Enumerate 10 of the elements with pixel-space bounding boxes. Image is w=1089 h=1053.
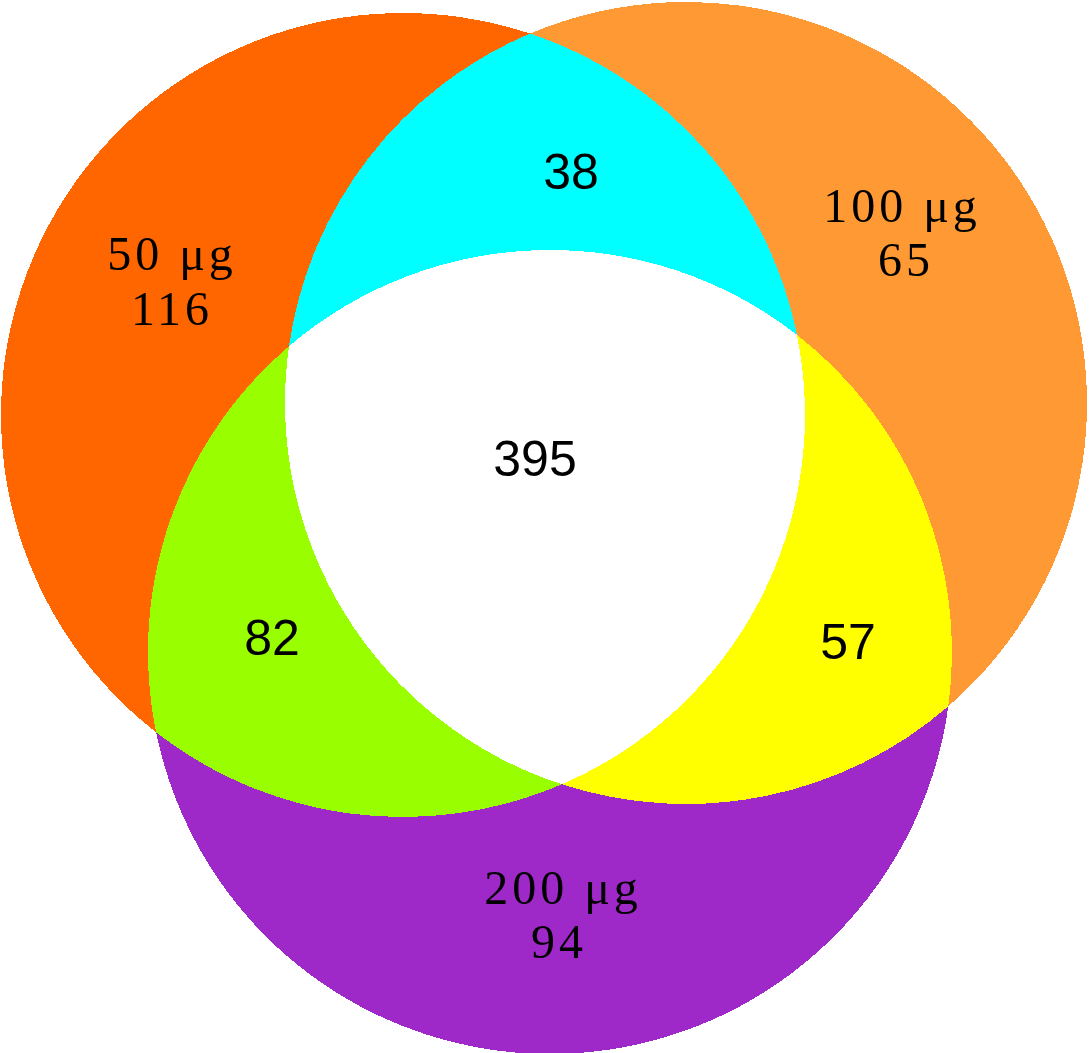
group-label: 200 μg — [484, 864, 642, 912]
count-label: 395 — [493, 434, 577, 484]
group-label: 50 μg — [107, 230, 237, 278]
count-label: 116 — [130, 285, 214, 333]
count-label: 94 — [531, 918, 587, 966]
count-label: 82 — [244, 613, 300, 663]
count-label: 65 — [878, 236, 934, 284]
count-label: 57 — [820, 617, 876, 667]
count-label: 38 — [543, 147, 599, 197]
group-label: 100 μg — [823, 182, 981, 230]
